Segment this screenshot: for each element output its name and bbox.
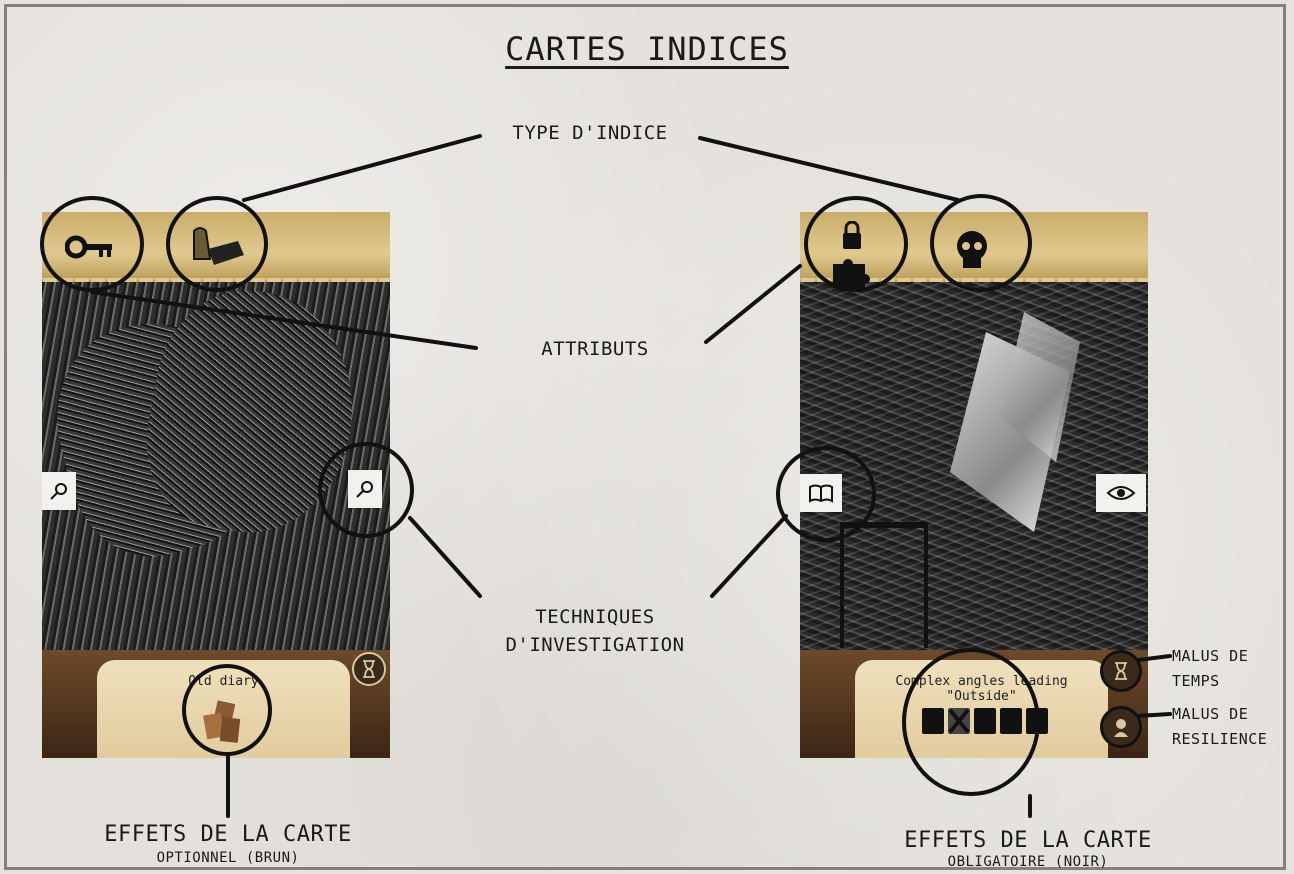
magnifier-tab-left (42, 472, 76, 510)
label-techniques-line1: TECHNIQUES (535, 606, 655, 628)
label-effects-right-title: EFFETS DE LA CARTE (904, 828, 1152, 853)
ring-technique-right (776, 446, 876, 542)
label-malus-temps-line1: MALUS DE (1172, 647, 1249, 665)
ring-clue-type-right (930, 194, 1032, 292)
ring-clue-type-left (166, 196, 268, 292)
label-malus-resilience-line2: RESILIENCE (1172, 730, 1268, 748)
hourglass-icon (1100, 650, 1142, 692)
ring-effect-right (902, 648, 1040, 796)
ring-effect-left (182, 664, 272, 756)
label-malus-resilience: MALUS DE RESILIENCE (1172, 702, 1267, 752)
label-type-indice: TYPE D'INDICE (512, 122, 668, 144)
label-malus-resilience-line1: MALUS DE (1172, 705, 1249, 723)
hourglass-icon (352, 652, 386, 686)
label-effects-left-title: EFFETS DE LA CARTE (104, 822, 352, 847)
ring-technique-left (318, 442, 414, 538)
eye-tab (1096, 474, 1146, 512)
label-effects-right-subtitle: OBLIGATOIRE (NOIR) (947, 854, 1109, 870)
mind-icon (1100, 706, 1142, 748)
ring-attributes-right (804, 196, 908, 292)
page-title: CARTES INDICES (505, 30, 789, 68)
ring-key (40, 196, 144, 292)
label-attributs: ATTRIBUTS (541, 338, 649, 360)
label-malus-temps: MALUS DE TEMPS (1172, 644, 1248, 694)
label-malus-temps-line2: TEMPS (1172, 672, 1220, 690)
label-techniques-line2: D'INVESTIGATION (505, 634, 685, 656)
label-effects-left-subtitle: OPTIONNEL (BRUN) (156, 850, 300, 866)
